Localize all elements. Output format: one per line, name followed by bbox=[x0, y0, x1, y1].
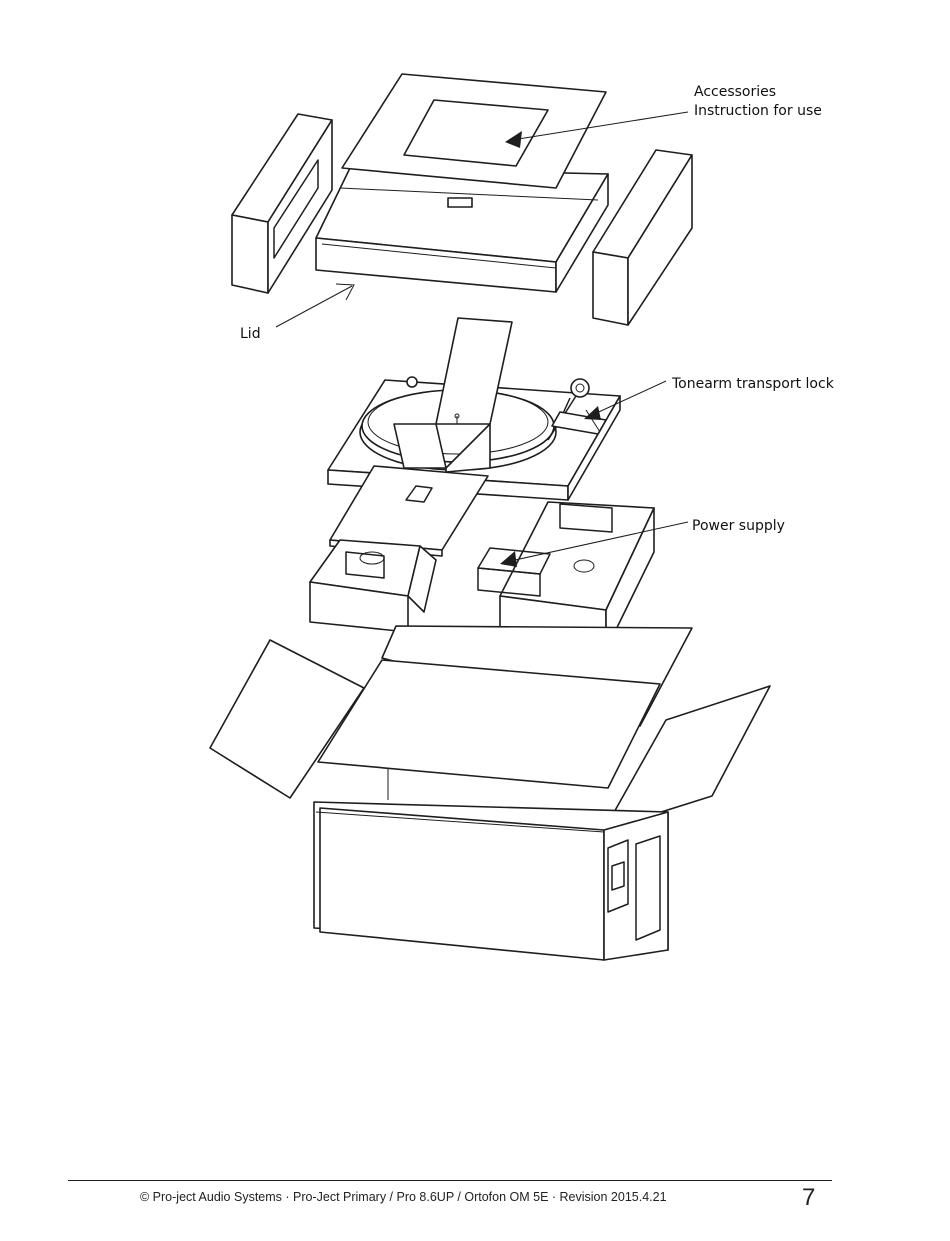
lid-pointer bbox=[276, 284, 354, 327]
bottom-foam-tray bbox=[310, 540, 436, 632]
dust-lid bbox=[316, 168, 608, 292]
page-number: 7 bbox=[802, 1184, 815, 1212]
label-lid: Lid bbox=[240, 326, 261, 342]
label-power-supply: Power supply bbox=[692, 518, 785, 534]
label-instruction-for-use: Instruction for use bbox=[694, 103, 822, 119]
label-tonearm-transport-lock: Tonearm transport lock bbox=[671, 376, 835, 392]
footer-rule bbox=[68, 1180, 832, 1181]
carton-cover-sheet bbox=[318, 660, 660, 788]
footer-text: © Pro-ject Audio Systems · Pro-Ject Prim… bbox=[140, 1190, 667, 1204]
label-accessories: Accessories bbox=[694, 84, 776, 100]
